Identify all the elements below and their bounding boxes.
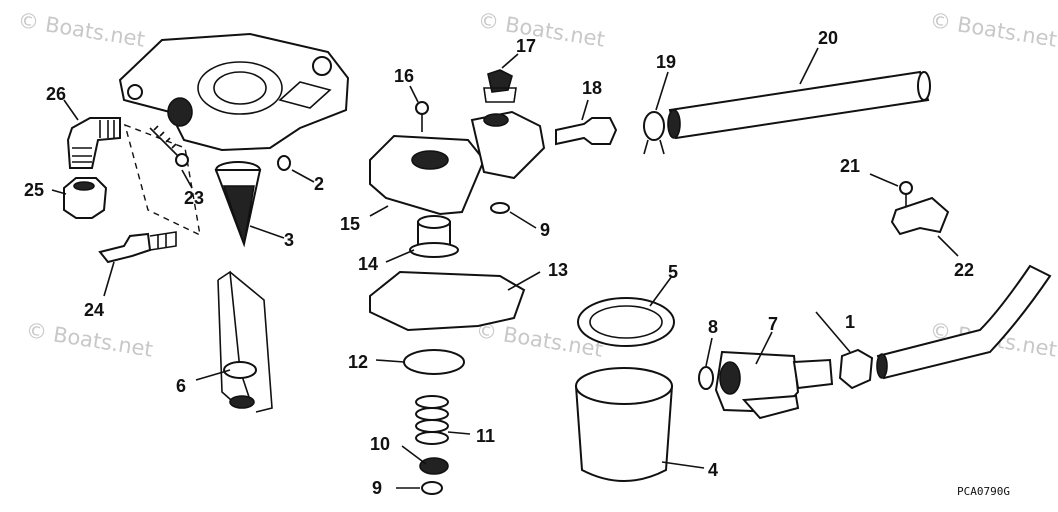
- part-25-nut: [63, 177, 108, 219]
- callout-8: 8: [708, 317, 718, 337]
- callout-13: 13: [548, 260, 568, 280]
- part-10-nut: [419, 457, 449, 475]
- callout-10: 10: [370, 434, 390, 454]
- part-7-valve: [714, 350, 834, 420]
- leader-lines: [51, 47, 959, 489]
- part-18-fitting: [555, 117, 618, 146]
- part-12-diaphragm: [403, 349, 465, 375]
- part-21-screw: [899, 181, 913, 206]
- hose-right: [876, 264, 1052, 380]
- part-15-cover: [369, 110, 546, 216]
- callout-24: 24: [84, 300, 104, 320]
- callout-1: 1: [845, 312, 855, 332]
- callout-14: 14: [358, 254, 378, 274]
- part-16-screw: [415, 101, 429, 132]
- callout-2: 2: [314, 174, 324, 194]
- callout-4: 4: [708, 460, 718, 480]
- callout-3: 3: [284, 230, 294, 250]
- part-23-screw: [149, 125, 189, 167]
- callout-19: 19: [656, 52, 676, 72]
- callout-9: 9: [540, 220, 550, 240]
- callout-16: 16: [394, 66, 414, 86]
- callout-5: 5: [668, 262, 678, 282]
- part-9-plug: [421, 481, 443, 495]
- part-17-plug: [483, 69, 517, 103]
- part-2-plug: [277, 155, 291, 171]
- callout-15: 15: [340, 214, 360, 234]
- part-8-oring: [698, 366, 714, 390]
- part-11-spring: [415, 395, 449, 445]
- part-24-fitting: [98, 231, 177, 264]
- part-19-clamp: [643, 111, 665, 155]
- part-4-bowl: [574, 367, 674, 482]
- callout-17: 17: [516, 36, 536, 56]
- part-3-filter: [214, 161, 262, 248]
- callout-7: 7: [768, 314, 778, 334]
- callout-26: 26: [46, 84, 66, 104]
- callout-6: 6: [176, 376, 186, 396]
- part-1-nut: [838, 348, 874, 390]
- part-26-elbow: [66, 117, 121, 169]
- callout-11: 11: [476, 426, 495, 446]
- part-body: [118, 32, 350, 152]
- callout-18: 18: [582, 78, 602, 98]
- callout-20: 20: [818, 28, 838, 48]
- callout-23: 23: [184, 188, 204, 208]
- callout-9b: 9: [372, 478, 382, 498]
- callout-21: 21: [840, 156, 860, 176]
- part-5-ring: [577, 297, 675, 347]
- part-13-gasket: [369, 270, 526, 332]
- callout-22: 22: [954, 260, 974, 280]
- callout-25: 25: [24, 180, 44, 200]
- part-9-seal: [490, 202, 510, 214]
- part-20-hose: [667, 70, 931, 140]
- part-22-clip: [890, 196, 950, 236]
- part-6-clip: [217, 270, 273, 413]
- diagram-code: PCA0790G: [957, 485, 1010, 498]
- callout-12: 12: [348, 352, 368, 372]
- part-14-cup: [409, 215, 459, 258]
